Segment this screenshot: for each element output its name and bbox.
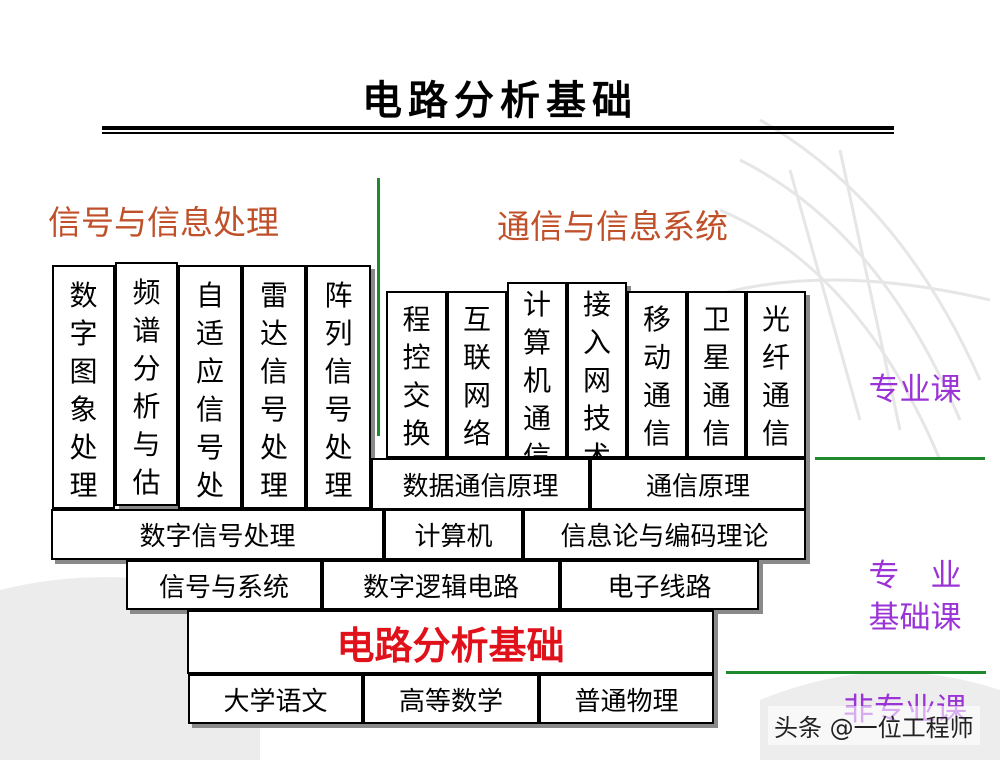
course-data-communication-principles: 数据通信原理 <box>371 458 590 510</box>
course-satellite-communication: 卫星通信 <box>687 291 746 458</box>
course-electronic-circuits: 电子线路 <box>560 560 759 610</box>
section-divider <box>377 178 380 436</box>
course-label: 程控交换 <box>402 303 431 450</box>
level-separator-1 <box>815 457 985 460</box>
level-label-professional: 专业课 <box>868 372 962 408</box>
course-communication-principles: 通信原理 <box>590 458 806 510</box>
course-signals-and-systems: 信号与系统 <box>126 560 322 610</box>
course-label: 雷达信号处理 <box>259 279 288 502</box>
course-label: 接入网技术 <box>582 288 611 458</box>
course-spectrum-analysis: 频谱分析与估计 <box>115 262 178 506</box>
course-label: 移动通信 <box>642 303 671 450</box>
level-label-professional-basic-line1: 专 业 <box>868 558 962 594</box>
level-label-professional-basic-line2: 基础课 <box>868 600 962 636</box>
watermark: 头条 @一位工程师 <box>768 706 980 745</box>
course-circuit-analysis-foundation: 电路分析基础 <box>187 610 714 674</box>
course-computer-communication: 计算机通信 <box>507 282 567 458</box>
course-label: 数字图象处理 <box>69 279 98 502</box>
section-heading-signal-processing: 信号与信息处理 <box>48 203 279 242</box>
course-label: 计算机通信 <box>522 288 551 458</box>
section-heading-communication-systems: 通信与信息系统 <box>497 207 728 246</box>
course-computer: 计算机 <box>384 509 523 560</box>
course-label: 自适应信号处理 <box>195 279 224 502</box>
course-array-signal-processing: 阵列信号处理 <box>306 265 371 509</box>
course-internetworking: 互联网络 <box>447 291 507 458</box>
course-advanced-mathematics: 高等数学 <box>363 674 539 724</box>
course-general-physics: 普通物理 <box>539 674 714 724</box>
course-mobile-communication: 移动通信 <box>627 291 687 458</box>
title-underline-thin <box>102 132 894 134</box>
course-program-controlled-switching: 程控交换 <box>386 291 447 458</box>
course-access-network-technology: 接入网技术 <box>567 282 627 458</box>
course-digital-signal-processing: 数字信号处理 <box>51 509 384 560</box>
course-label: 互联网络 <box>462 303 491 450</box>
level-separator-2 <box>726 671 986 674</box>
course-label: 阵列信号处理 <box>324 279 353 502</box>
course-information-coding-theory: 信息论与编码理论 <box>523 509 806 560</box>
course-college-chinese: 大学语文 <box>188 674 363 724</box>
course-label: 卫星通信 <box>702 303 731 450</box>
page-title: 电路分析基础 <box>362 78 638 124</box>
course-optical-fiber-communication: 光纤通信 <box>746 291 806 458</box>
course-digital-logic-circuits: 数字逻辑电路 <box>322 560 560 610</box>
course-radar-signal-processing: 雷达信号处理 <box>242 265 306 509</box>
course-label: 频谱分析与估计 <box>132 276 161 499</box>
course-label: 光纤通信 <box>761 303 790 450</box>
title-underline <box>102 126 894 130</box>
course-digital-image-processing: 数字图象处理 <box>52 265 115 509</box>
course-adaptive-signal-processing: 自适应信号处理 <box>178 265 242 509</box>
